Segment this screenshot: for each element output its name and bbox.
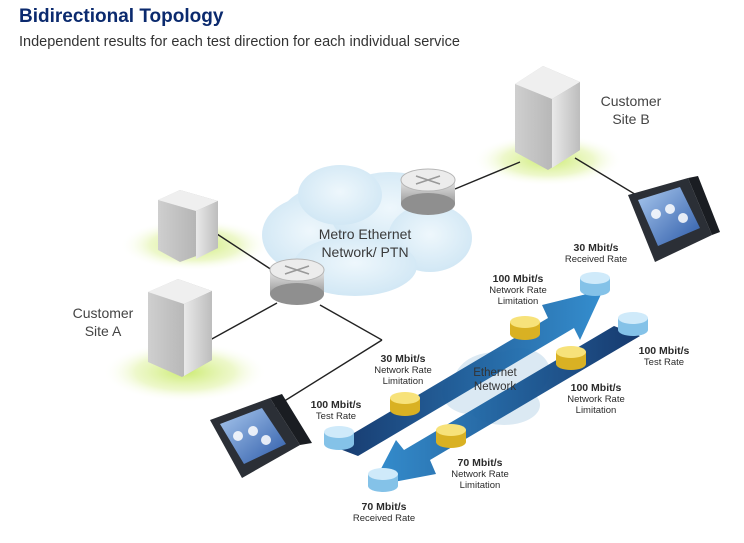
page-title: Bidirectional Topology (19, 6, 224, 27)
label-upper-test-rate: 100 Mbit/s Test Rate (298, 399, 374, 423)
node-lower-test-rate (618, 312, 648, 336)
site-a-label: Customer Site A (58, 304, 148, 340)
site-a-line-1: Customer (72, 305, 134, 321)
site-b-line-2: Site B (612, 111, 650, 127)
router-left (269, 258, 325, 305)
lower-test-rate-caption: Test Rate (643, 357, 685, 368)
label-lower-limit-b: 100 Mbit/s Network Rate Limitation (554, 382, 638, 417)
upper-limit-b-line-1: Network Rate (489, 285, 547, 296)
ethernet-cloud-line-2: Network (473, 381, 517, 393)
upper-limit-a-line-1: Network Rate (374, 365, 432, 376)
site-a-line-2: Site A (84, 323, 122, 339)
lower-limit-a-value: 70 Mbit/s (457, 457, 503, 469)
lower-limit-b-line-1: Network Rate (567, 394, 625, 405)
lower-received-value: 70 Mbit/s (361, 501, 407, 513)
upper-limit-b-value: 100 Mbit/s (492, 273, 544, 285)
metro-cloud-line-1: Metro Ethernet (318, 226, 412, 242)
lower-limit-b-line-2: Limitation (575, 405, 617, 416)
node-lower-received (368, 468, 398, 492)
lower-received-caption: Received Rate (352, 513, 416, 524)
building-site-a-large (148, 279, 212, 377)
metro-cloud-line-2: Network/ PTN (321, 244, 409, 260)
label-lower-received: 70 Mbit/s Received Rate (344, 501, 424, 525)
ethernet-cloud-line-1: Ethernet (473, 367, 517, 379)
lower-test-rate-value: 100 Mbit/s (638, 345, 690, 357)
upper-received-value: 30 Mbit/s (573, 242, 619, 254)
upper-limit-a-line-2: Limitation (382, 376, 424, 387)
label-lower-test-rate: 100 Mbit/s Test Rate (624, 345, 704, 369)
metro-cloud (262, 165, 472, 296)
lower-limit-a-line-1: Network Rate (451, 469, 509, 480)
label-lower-limit-a: 70 Mbit/s Network Rate Limitation (438, 457, 522, 492)
label-upper-limit-a: 30 Mbit/s Network Rate Limitation (362, 353, 444, 388)
upper-test-rate-caption: Test Rate (315, 411, 357, 422)
node-upper-received (580, 272, 610, 296)
router-right (400, 168, 456, 215)
metro-cloud-label: Metro Ethernet Network/ PTN (300, 225, 430, 261)
label-upper-received: 30 Mbit/s Received Rate (556, 242, 636, 266)
site-b-line-1: Customer (600, 93, 662, 109)
upper-test-rate-value: 100 Mbit/s (310, 399, 362, 411)
lower-limit-a-line-2: Limitation (459, 480, 501, 491)
lower-limit-b-value: 100 Mbit/s (570, 382, 622, 394)
site-b-label: Customer Site B (586, 92, 676, 128)
test-device-site-a (210, 394, 312, 478)
building-site-b (515, 66, 580, 170)
node-lower-limit-a (436, 424, 466, 448)
node-lower-limit-b (556, 346, 586, 370)
node-upper-test-rate (324, 426, 354, 450)
upper-limit-a-value: 30 Mbit/s (380, 353, 426, 365)
label-upper-limit-b: 100 Mbit/s Network Rate Limitation (476, 273, 560, 308)
node-upper-limit-a (390, 392, 420, 416)
building-site-a-small (158, 190, 218, 262)
upper-received-caption: Received Rate (564, 254, 628, 265)
page-subtitle: Independent results for each test direct… (19, 34, 460, 50)
ethernet-cloud-label: Ethernet Network (455, 366, 535, 394)
upper-limit-b-line-2: Limitation (497, 296, 539, 307)
test-device-site-b (628, 176, 720, 262)
node-upper-limit-b (510, 316, 540, 340)
